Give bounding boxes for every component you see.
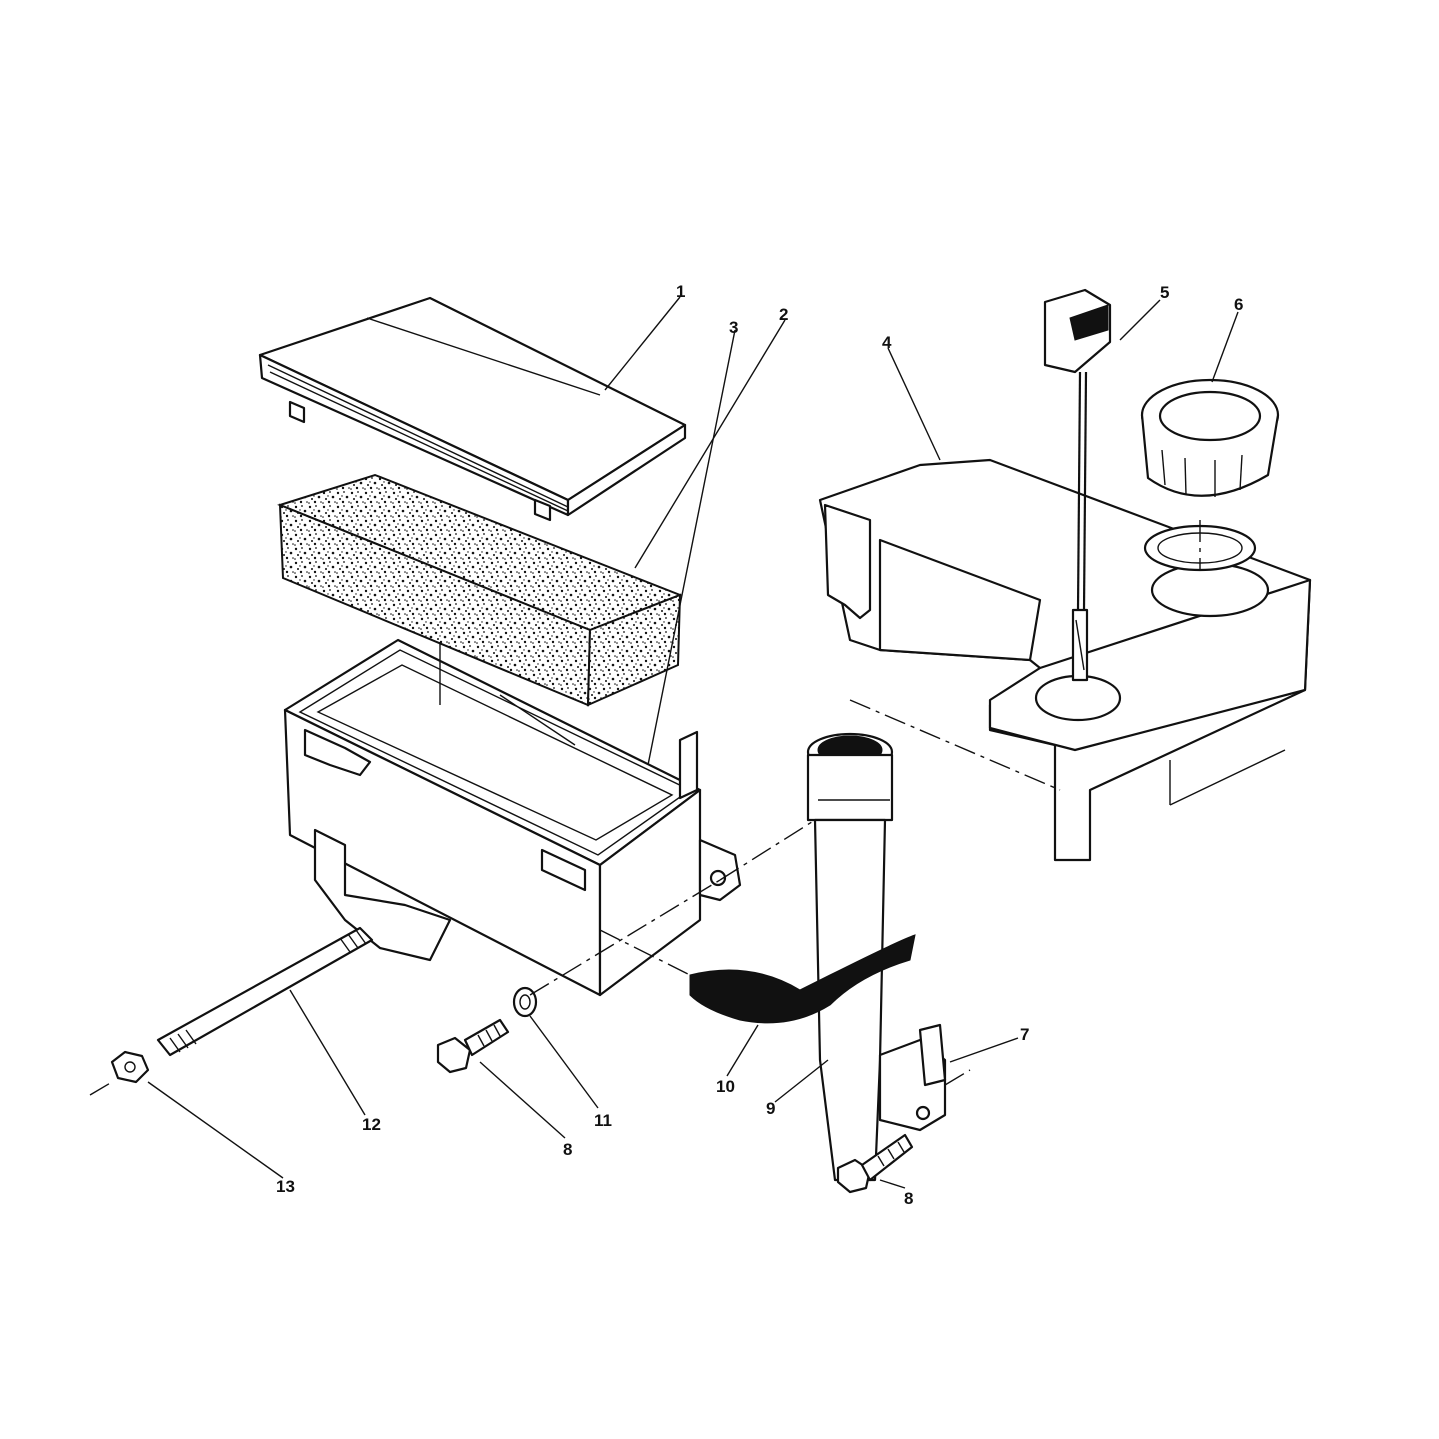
assembly-centerlines xyxy=(89,520,1201,1096)
callout-7: 7 xyxy=(1020,1025,1029,1044)
callout-12: 12 xyxy=(362,1115,381,1134)
nut xyxy=(110,1050,150,1084)
callout-8-left: 8 xyxy=(563,1140,572,1159)
cap-screw-left xyxy=(436,1018,510,1074)
dipstick xyxy=(1043,288,1112,682)
callout-1: 1 xyxy=(676,282,685,301)
callout-9: 9 xyxy=(766,1099,775,1118)
washer xyxy=(512,986,538,1018)
callout-labels: 1 2 3 4 5 6 7 8 8 9 10 11 12 13 xyxy=(276,282,1243,1208)
callout-10: 10 xyxy=(716,1077,735,1096)
breather-hose xyxy=(689,934,916,1024)
callout-11: 11 xyxy=(594,1111,612,1130)
fuel-cap xyxy=(1140,378,1280,572)
fuel-fill-tube xyxy=(806,732,894,1182)
air-cleaner-cover xyxy=(258,296,687,522)
callout-4: 4 xyxy=(882,333,892,352)
callout-3: 3 xyxy=(729,318,738,337)
cap-screw-right xyxy=(836,1133,914,1194)
air-cleaner-body xyxy=(283,638,742,997)
leader-lines xyxy=(147,296,1239,1189)
callout-5: 5 xyxy=(1160,283,1169,302)
callout-13: 13 xyxy=(276,1177,295,1196)
callout-8-right: 8 xyxy=(904,1189,913,1208)
stud xyxy=(156,926,374,1057)
foam-filter-element xyxy=(277,473,683,707)
fill-tube-bracket xyxy=(878,1023,947,1132)
fuel-tank xyxy=(818,458,1312,862)
callout-6: 6 xyxy=(1234,295,1243,314)
callout-2: 2 xyxy=(779,305,788,324)
